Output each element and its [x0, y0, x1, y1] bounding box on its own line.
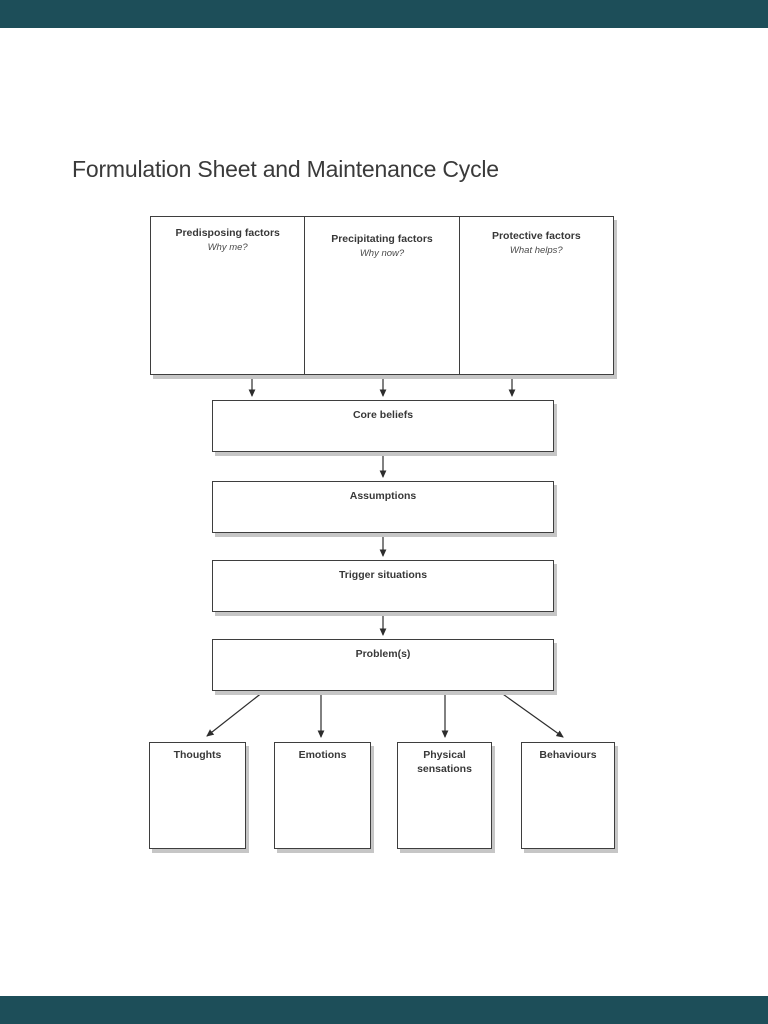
arrow-problem-to-thoughts: [206, 691, 264, 737]
problems-label: Problem(s): [355, 648, 411, 660]
assumptions-label: Assumptions: [349, 490, 417, 502]
protective-factors-heading: Protective factors: [491, 230, 581, 242]
trigger-situations-label: Trigger situations: [338, 569, 428, 581]
emotions-box: Emotions: [274, 742, 371, 849]
predisposing-factors-cell: Predisposing factors Why me?: [151, 217, 304, 374]
emotions-label: Emotions: [298, 749, 347, 761]
thoughts-label: Thoughts: [173, 749, 222, 761]
factors-box: Predisposing factors Why me? Precipitati…: [150, 216, 614, 375]
core-beliefs-box: Core beliefs: [212, 400, 554, 452]
assumptions-box: Assumptions: [212, 481, 554, 533]
core-beliefs-label: Core beliefs: [352, 409, 414, 421]
trigger-situations-box: Trigger situations: [212, 560, 554, 612]
physical-sensations-label: Physical sensations: [417, 749, 472, 776]
behaviours-label: Behaviours: [539, 749, 597, 761]
physical-sensations-box: Physical sensations: [397, 742, 492, 849]
arrow-problem-to-behaviours: [499, 691, 564, 738]
behaviours-box: Behaviours: [521, 742, 615, 849]
protective-factors-subtext: What helps?: [509, 245, 563, 256]
precipitating-factors-heading: Precipitating factors: [331, 233, 433, 245]
precipitating-factors-cell: Precipitating factors Why now?: [304, 217, 458, 374]
precipitating-factors-subtext: Why now?: [359, 248, 405, 259]
protective-factors-cell: Protective factors What helps?: [458, 217, 613, 374]
page-title: Formulation Sheet and Maintenance Cycle: [72, 156, 499, 182]
thoughts-box: Thoughts: [149, 742, 246, 849]
viewer-letterbox-bottom: [0, 996, 768, 1024]
predisposing-factors-heading: Predisposing factors: [175, 227, 280, 239]
predisposing-factors-subtext: Why me?: [207, 242, 248, 253]
problems-box: Problem(s): [212, 639, 554, 691]
viewer-letterbox-top: [0, 0, 768, 28]
